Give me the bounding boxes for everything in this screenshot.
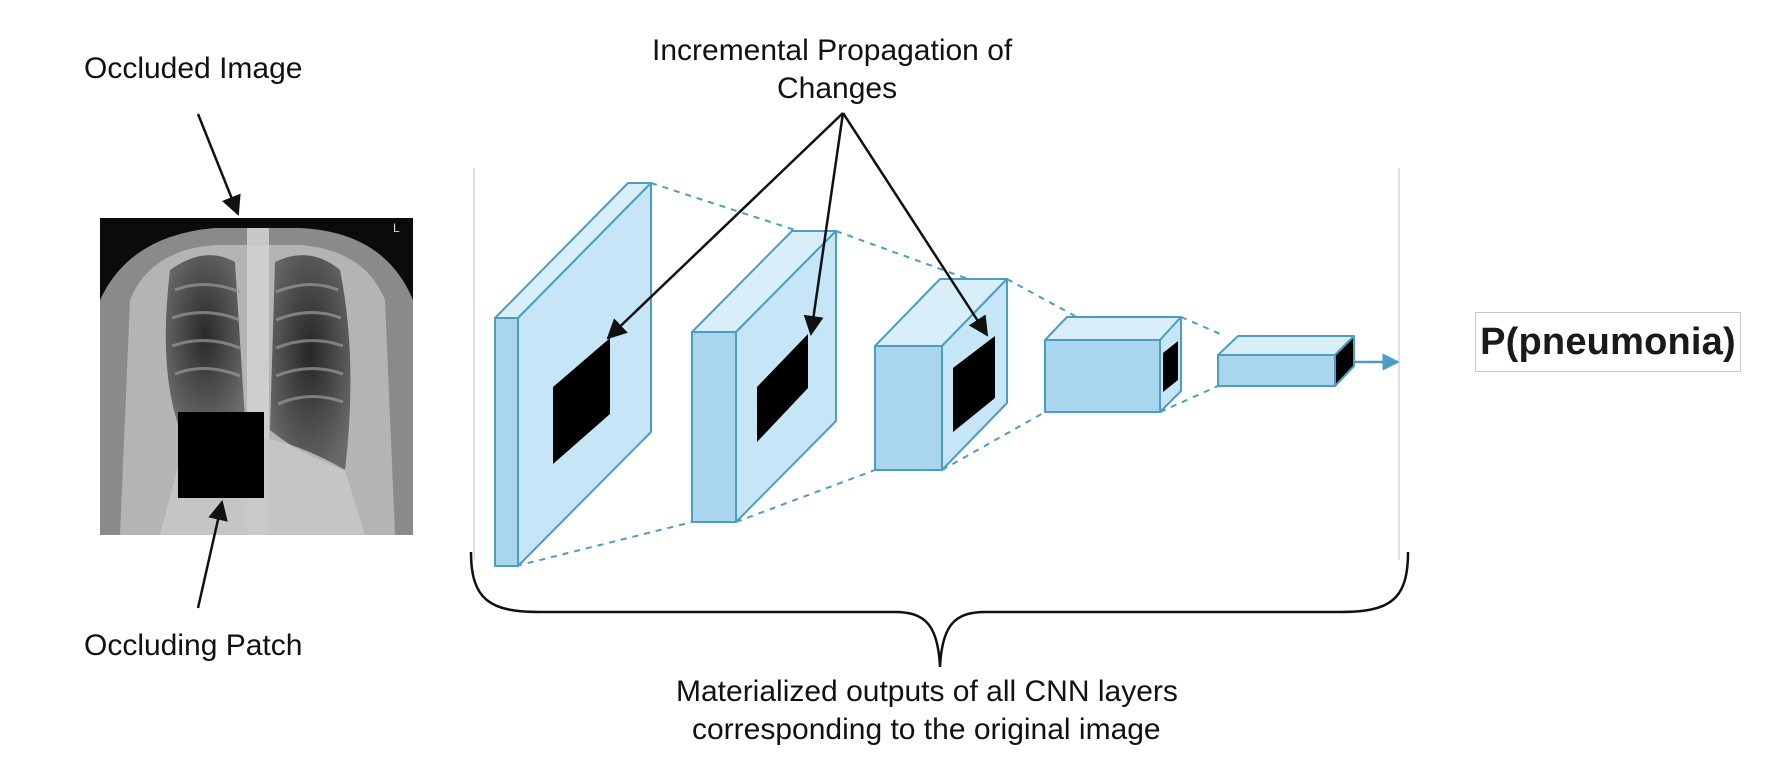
- cnn-layer-3: [874, 278, 1008, 471]
- layer-1-occlusion-patch: [553, 338, 610, 464]
- layer-connectors: [515, 182, 1226, 567]
- output-probability-box: P(pneumonia): [1475, 312, 1741, 372]
- propagation-arrows: [606, 112, 989, 340]
- cnn-layer-2: [691, 230, 837, 523]
- cnn-layer-5: [1217, 335, 1355, 387]
- propagation-label-line1: Incremental Propagation of: [652, 34, 1013, 67]
- xray-marker-letter: L: [393, 221, 400, 235]
- occluding-patch-arrow: [196, 500, 228, 609]
- layer-3-occlusion-patch: [953, 336, 995, 432]
- output-probability-label: P(pneumonia): [1480, 320, 1736, 363]
- chest-xray-image: L: [100, 218, 413, 535]
- occluding-patch-label: Occluding Patch: [84, 629, 303, 662]
- occluded-image-label: Occluded Image: [84, 52, 303, 85]
- materialized-outputs-brace: [469, 551, 1410, 668]
- layer-4-occlusion-patch: [1163, 341, 1178, 392]
- occluding-patch: [178, 412, 264, 498]
- materialized-label-line2: corresponding to the original image: [692, 713, 1161, 746]
- layer-2-occlusion-patch: [757, 334, 808, 442]
- cnn-layer-4: [1044, 316, 1182, 413]
- propagation-label-line2: Changes: [777, 72, 898, 105]
- materialized-label-line1: Materialized outputs of all CNN layers: [676, 675, 1178, 708]
- occluded-image-arrow: [196, 113, 241, 216]
- cnn-layer-1: [494, 182, 652, 567]
